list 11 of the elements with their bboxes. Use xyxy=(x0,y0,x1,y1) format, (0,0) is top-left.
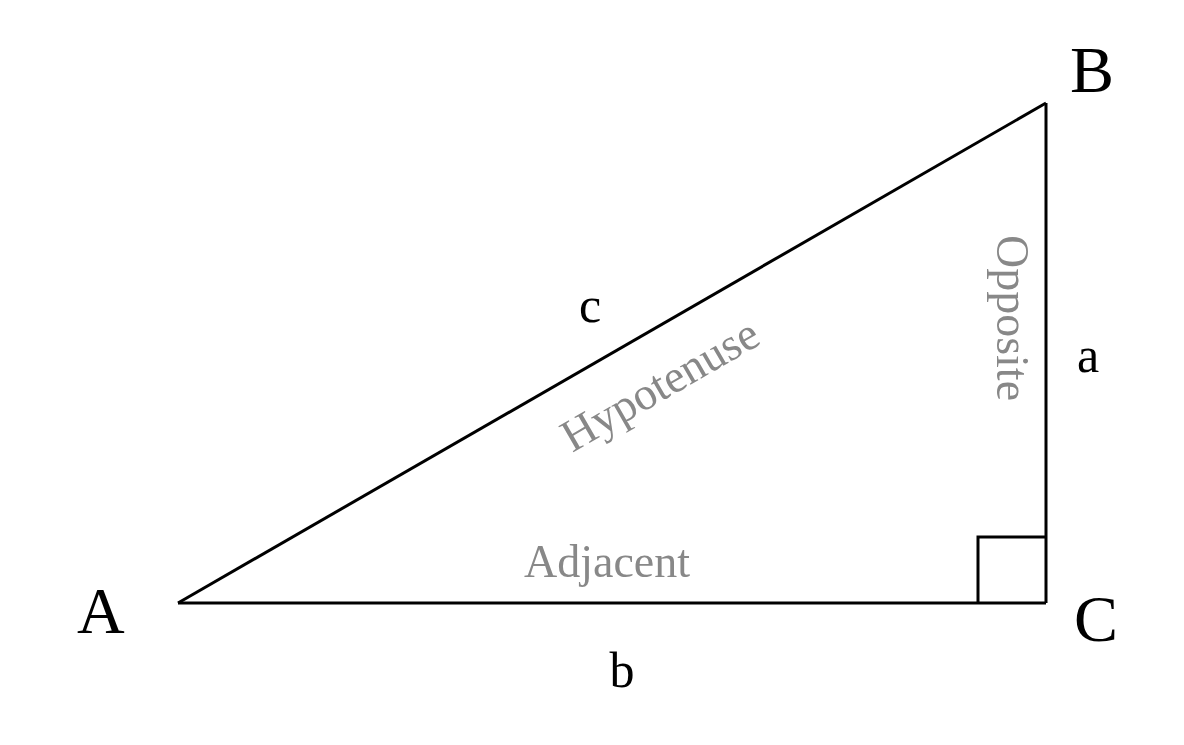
side-label: a xyxy=(1076,330,1100,380)
vertex-label: A xyxy=(75,578,178,644)
triangle-side xyxy=(177,101,1047,605)
vertex-label: B xyxy=(1046,37,1126,103)
side-name: Adjacent xyxy=(524,539,690,585)
side-label: b xyxy=(609,645,635,695)
vertex-label: C xyxy=(1046,586,1132,652)
triangle-side xyxy=(178,601,1046,605)
side-name: Opposite xyxy=(989,234,1035,402)
side-label: c xyxy=(578,280,602,330)
triangle-side xyxy=(1044,103,1048,603)
